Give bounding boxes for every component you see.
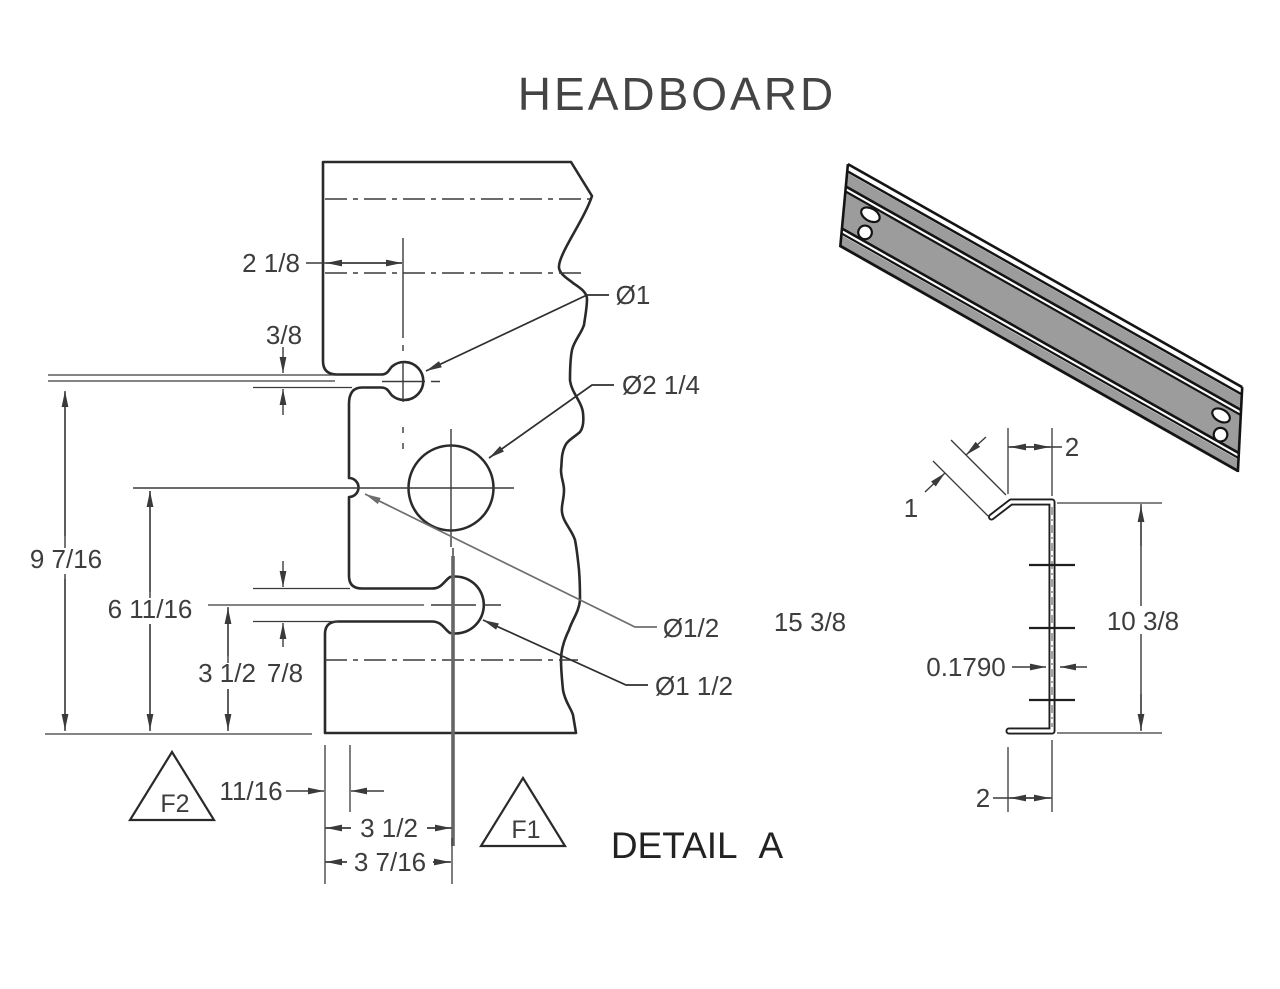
detail-a-view: 2 1 10 3/8 0.1790 2 — [904, 428, 1183, 813]
dim-flange-bottom: 2 — [976, 783, 990, 813]
dim-width-center: 3 1/2 — [360, 813, 418, 843]
dim-width-overall: 3 7/16 — [354, 847, 426, 877]
extension-lines — [45, 374, 453, 884]
length-label: 15 3/8 — [774, 607, 846, 637]
dim-edge-offset: 11/16 — [219, 776, 282, 806]
rail-web-face — [841, 192, 1241, 454]
plate-outline — [321, 160, 594, 735]
callout-notch: Ø1/2 — [663, 613, 719, 643]
flag-f2-label: F2 — [160, 790, 189, 818]
flag-f2-triangle — [128, 749, 216, 822]
callout-hole-top: Ø1 — [616, 280, 651, 310]
detail-extension-lines — [932, 428, 1162, 812]
flag-f1-label: F1 — [511, 816, 540, 844]
detail-dimension-lines — [924, 436, 1145, 802]
headboard-front-view: 2 1/8 3/8 9 7/16 6 11/16 3 1/2 7/8 11/16… — [28, 160, 733, 884]
rail-hole-right — [1211, 407, 1231, 424]
centerlines — [133, 198, 590, 661]
rail-isometric — [838, 162, 1244, 473]
rail-edge-lines — [838, 162, 1244, 473]
callout-hole-bottom: Ø1 1/2 — [655, 671, 733, 701]
dim-thickness: 0.1790 — [926, 652, 1006, 682]
dim-offset-top: 2 1/8 — [242, 248, 300, 278]
channel-profile-core — [989, 500, 1054, 733]
dim-hook: 1 — [904, 493, 918, 523]
leader-lines — [364, 294, 657, 686]
detail-title: DETAIL A — [611, 825, 784, 866]
channel-profile-outer — [988, 498, 1056, 735]
flag-f1-triangle — [479, 775, 567, 848]
label-backings — [28, 548, 433, 875]
dim-lower-height: 3 1/2 — [198, 658, 256, 688]
dim-mid-height: 6 11/16 — [108, 594, 193, 624]
dim-slot-lower: 7/8 — [267, 658, 303, 688]
rail-notch-left — [857, 224, 873, 241]
web-tick-marks — [1029, 563, 1075, 702]
rail-hole-left — [860, 206, 881, 224]
rail-notch-right — [1212, 426, 1229, 443]
rail-bottom-flange-face — [840, 235, 1239, 470]
dimension-lines — [61, 259, 452, 866]
dim-overall-height: 9 7/16 — [30, 544, 102, 574]
detail-label-backing — [1103, 606, 1183, 634]
callout-hole-large: Ø2 1/4 — [622, 370, 700, 400]
dim-flange-top: 2 — [1065, 432, 1079, 462]
dim-height: 10 3/8 — [1107, 606, 1179, 636]
dim-slot-upper: 3/8 — [266, 320, 302, 350]
rail-top-flange-face — [845, 172, 1242, 409]
page-title: HEADBOARD — [518, 68, 836, 120]
